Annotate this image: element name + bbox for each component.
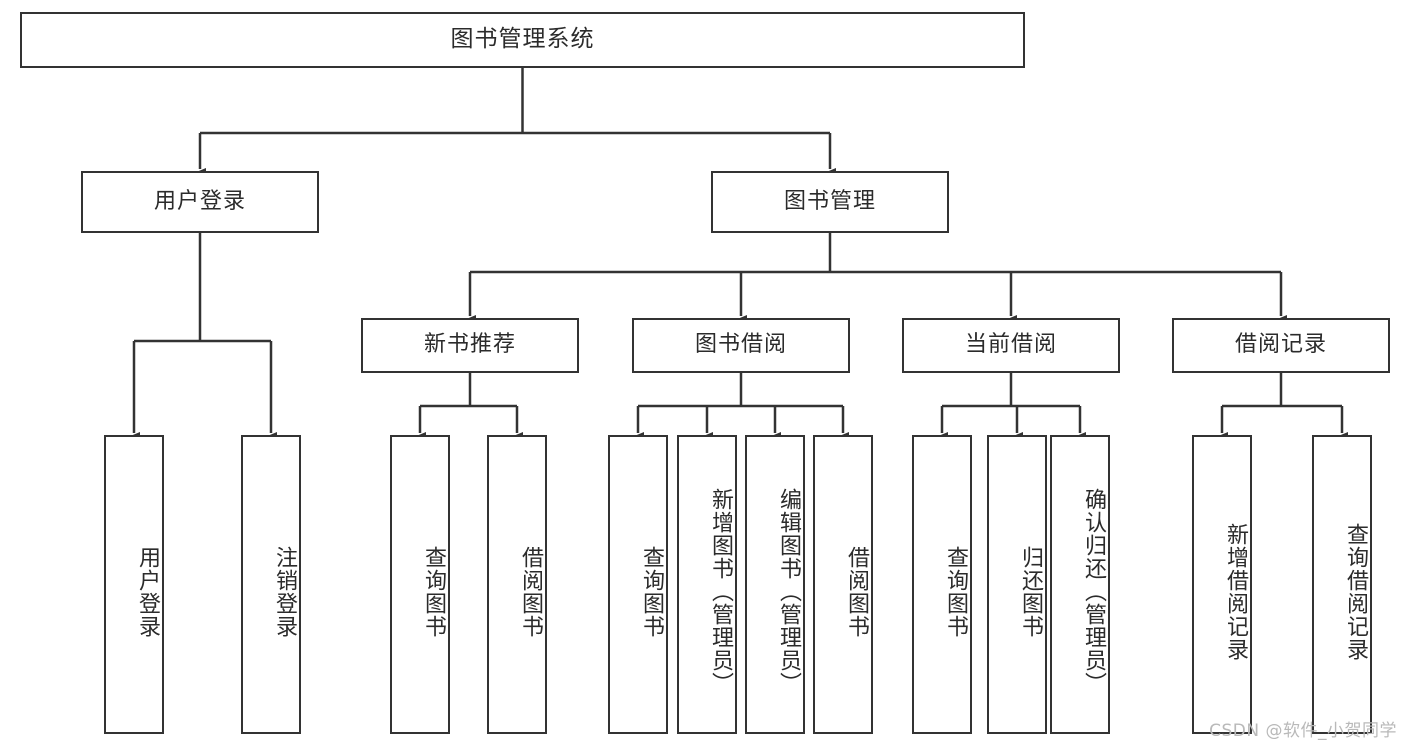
node-borrowing-record[interactable]: 借阅记录: [1172, 318, 1390, 373]
leaf-label: 用户登录: [135, 545, 160, 638]
leaf-current-query-book[interactable]: 查询图书: [912, 435, 972, 734]
leaf-label: 归还图书: [1018, 545, 1043, 638]
leaf-label: 查询借阅记录: [1343, 522, 1368, 661]
leaf-label: 注销登录: [272, 545, 297, 638]
node-book-borrowing[interactable]: 图书借阅: [632, 318, 850, 373]
leaf-borrow-add-book[interactable]: 新增图书（管理员）: [677, 435, 737, 734]
leaf-label: 确认归还（管理员）: [1081, 488, 1106, 695]
node-current-borrowing[interactable]: 当前借阅: [902, 318, 1120, 373]
leaf-label: 查询图书: [943, 545, 968, 638]
leaf-label: 编辑图书（管理员）: [776, 488, 801, 695]
leaf-rec-query-book[interactable]: 查询图书: [390, 435, 450, 734]
leaf-user-login[interactable]: 用户登录: [104, 435, 164, 734]
node-new-book-recommendation[interactable]: 新书推荐: [361, 318, 579, 373]
leaf-label: 查询图书: [421, 545, 446, 638]
leaf-borrow-edit-book[interactable]: 编辑图书（管理员）: [745, 435, 805, 734]
node-root-system[interactable]: 图书管理系统: [20, 12, 1025, 68]
leaf-rec-borrow-book[interactable]: 借阅图书: [487, 435, 547, 734]
leaf-borrow-query-book[interactable]: 查询图书: [608, 435, 668, 734]
connector-paths: [128, 68, 1348, 442]
leaf-record-add-record[interactable]: 新增借阅记录: [1192, 435, 1252, 734]
leaf-label: 查询图书: [639, 545, 664, 638]
leaf-current-confirm-return[interactable]: 确认归还（管理员）: [1050, 435, 1110, 734]
leaf-label: 新增图书（管理员）: [708, 488, 733, 695]
leaf-label: 新增借阅记录: [1223, 522, 1248, 661]
leaf-record-query-record[interactable]: 查询借阅记录: [1312, 435, 1372, 734]
node-book-management[interactable]: 图书管理: [711, 171, 949, 233]
leaf-label: 借阅图书: [844, 545, 869, 638]
leaf-label: 借阅图书: [518, 545, 543, 638]
node-user-login[interactable]: 用户登录: [81, 171, 319, 233]
leaf-borrow-borrow-book[interactable]: 借阅图书: [813, 435, 873, 734]
leaf-current-return-book[interactable]: 归还图书: [987, 435, 1047, 734]
leaf-user-logout[interactable]: 注销登录: [241, 435, 301, 734]
csdn-watermark: CSDN @软件_小贺同学: [1209, 721, 1397, 741]
